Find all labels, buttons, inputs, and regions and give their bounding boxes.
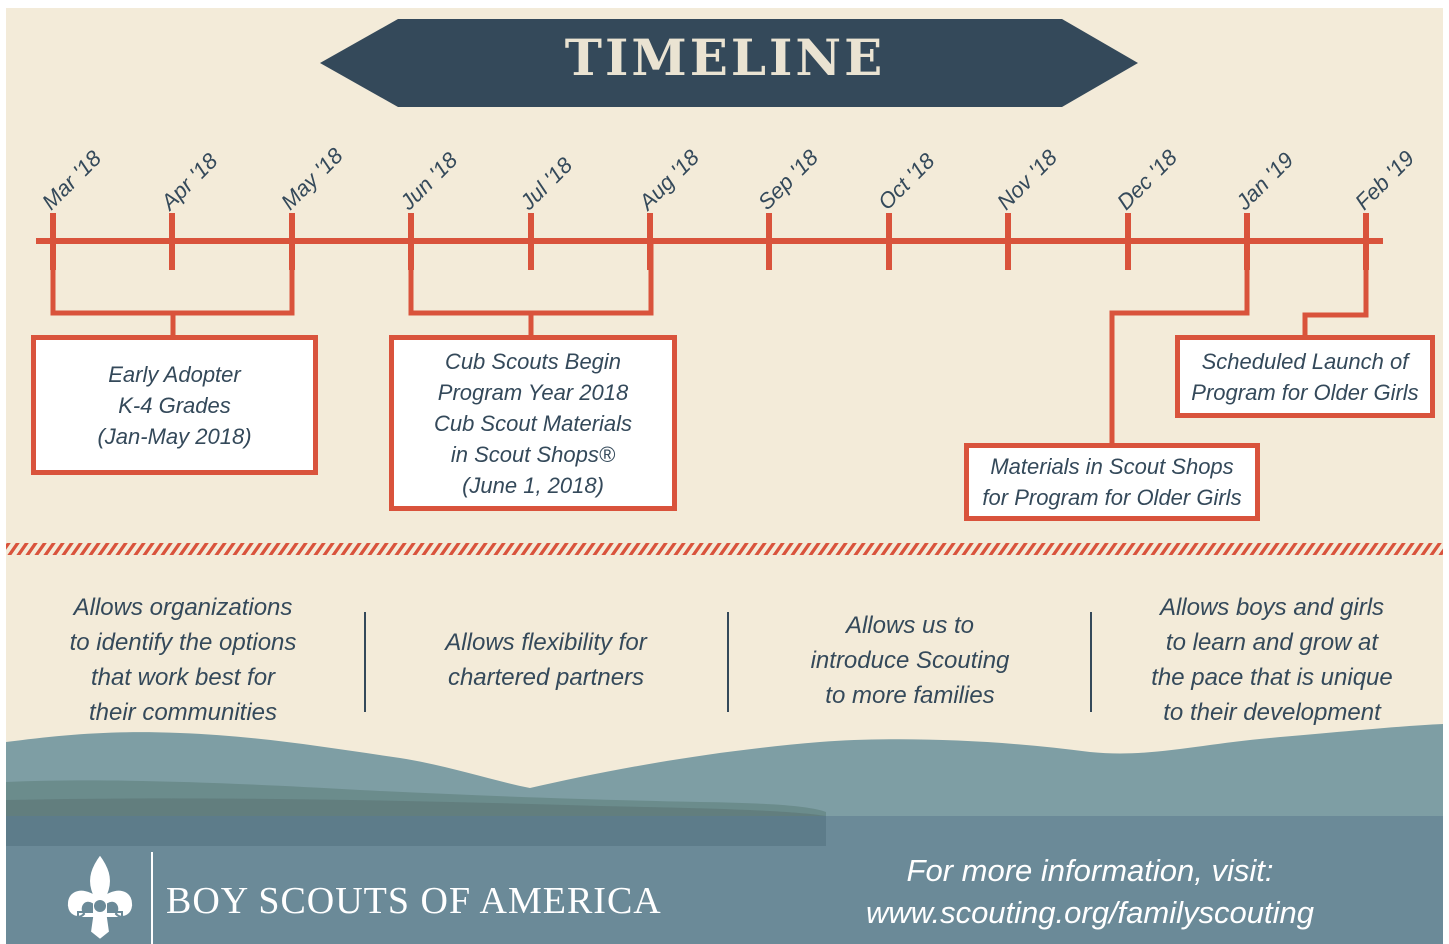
benefit-learn-and-grow: Allows boys and girls to learn and grow a… [1122,590,1422,730]
fleur-de-lis-icon [65,852,135,942]
text-line: Cub Scout Materials [433,410,633,436]
text-line: Materials in Scout Shops [990,454,1234,479]
text-line: Program Year 2018 [437,379,629,405]
benefit-organizations: Allows organizations to identify the opti… [33,590,333,730]
benefit-flexibility: Allows flexibility for chartered partners [396,625,696,695]
text-line: (Jan-May 2018) [97,423,252,449]
text-line: to identify the options [69,629,297,656]
text-line: Program for Older Girls [1191,379,1419,405]
text-line: the pace that is unique [1151,664,1393,691]
text-line: Allows organizations [73,594,293,621]
hatched-divider [6,543,1443,555]
text-line: chartered partners [447,664,645,691]
page-title: TIMELINE [564,28,886,87]
text-line: their communities [88,699,278,726]
benefit-more-families: Allows us to introduce Scouting to more fa… [760,608,1060,713]
text-line: K-4 Grades [118,392,231,418]
text-line: Scheduled Launch of [1201,348,1409,374]
benefit-separator [727,612,729,712]
text-line: for Program for Older Girls [982,485,1242,510]
text-line: in Scout Shops® [450,441,616,467]
benefit-separator [1090,612,1092,712]
milestone-connectors [50,241,1369,446]
text-line: that work best for [90,664,276,691]
organization-name: BOY SCOUTS OF AMERICA [166,880,662,922]
milestone-launch-older-girls: Scheduled Launch of Program for Older Gir… [1175,335,1435,418]
text-line: Allows flexibility for [445,629,647,656]
text-line: to more families [825,682,995,709]
text-line: to their development [1163,699,1381,726]
text-line: Allows boys and girls [1159,594,1385,621]
website-link[interactable]: www.scouting.org/familyscouting [866,895,1314,930]
text-line: (June 1, 2018) [462,472,604,498]
more-info: For more information, visit: www.scoutin… [830,850,1350,934]
text-line: introduce Scouting [810,647,1010,674]
title-banner [320,19,1138,107]
text-line: Cub Scouts Begin [444,348,622,374]
more-info-line: For more information, visit: [906,853,1274,888]
text-line: Allows us to [845,612,975,639]
benefit-separator [364,612,366,712]
text-line: to learn and grow at [1165,629,1379,656]
milestone-materials-older-girls: Materials in Scout Shops for Program for … [964,443,1260,521]
text-line: Early Adopter [108,361,241,387]
